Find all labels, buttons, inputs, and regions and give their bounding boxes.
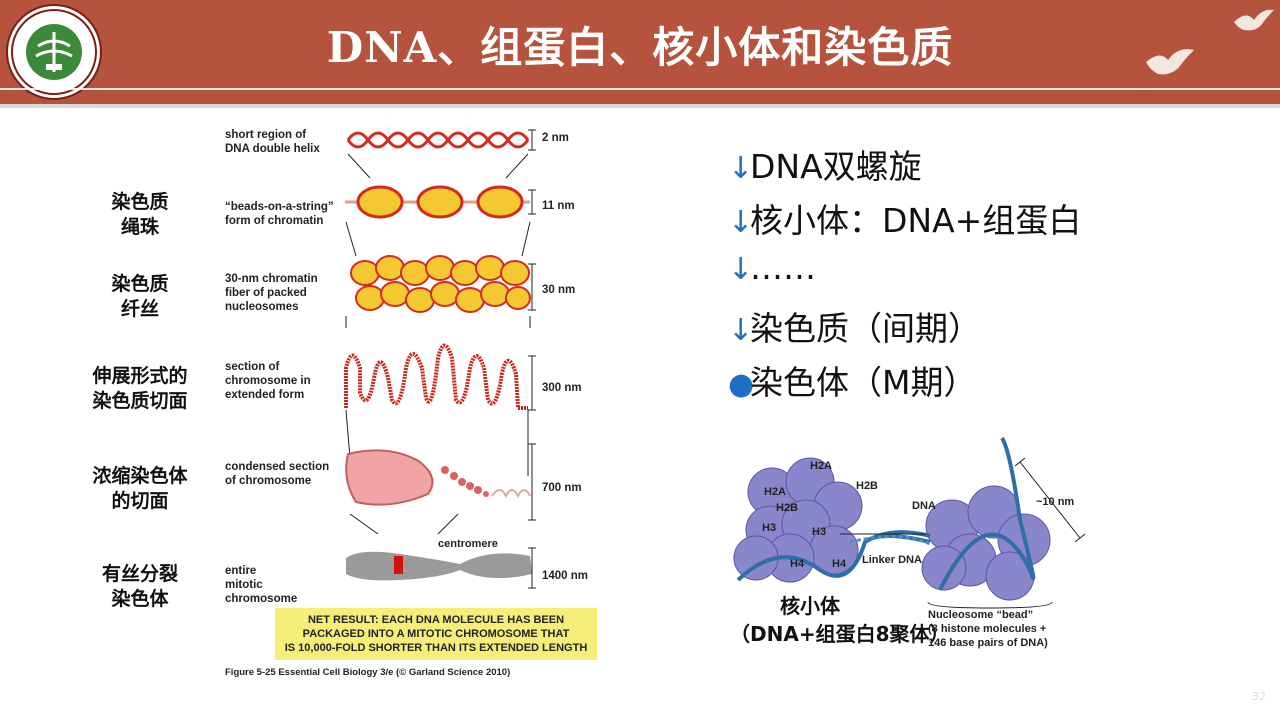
bullet-text: DNA双螺旋 (750, 147, 922, 186)
bullet-text: 染色体（M期） (750, 363, 977, 402)
slide-header: DNA、组蛋白、核小体和染色质 (0, 0, 1280, 104)
desc-beads: “beads-on-a-string” form of chromatin (225, 201, 334, 227)
bullet-item: ↓核小体：DNA+组蛋白 (728, 194, 1248, 248)
scale-700nm: 700 nm (542, 482, 582, 494)
dna-label: DNA (912, 500, 936, 512)
desc-extended: section of chromosome in extended form (225, 361, 311, 401)
bullet-item: ↓…… (728, 248, 1248, 302)
bullet-text: …… (750, 248, 816, 287)
histone-h3-label: H3 (762, 522, 777, 534)
header-divider (0, 88, 1280, 90)
down-arrow-icon: ↓ (728, 313, 754, 348)
histone-h2a-label: H2A (810, 460, 833, 472)
logo-emblem-icon (11, 9, 97, 95)
page-number: 32 (1252, 690, 1266, 703)
histone-h4-label: H4 (832, 558, 847, 570)
label-condensed-section: 浓缩染色体 的切面 (92, 465, 188, 512)
bullet-item: ↓DNA双螺旋 (728, 140, 1248, 194)
nucleosome-diagram (733, 436, 1086, 609)
bullet-item: ↓染色质（间期） (728, 302, 1248, 356)
scale-30nm: 30 nm (542, 284, 576, 296)
nucleosome-bead-label: Nucleosome “bead” (8 histone molecules +… (928, 609, 1048, 649)
centromere-label: centromere (438, 538, 498, 550)
scale-1400nm: 1400 nm (542, 570, 589, 582)
figure-caption: Figure 5-25 Essential Cell Biology 3/e (… (225, 667, 511, 678)
desc-fiber: 30-nm chromatin fiber of packed nucleoso… (225, 273, 318, 313)
down-arrow-icon: ↓ (728, 151, 754, 186)
desc-mitotic: entire mitotic chromosome (225, 565, 298, 605)
net-result-box: NET RESULT: EACH DNA MOLECULE HAS BEEN P… (275, 608, 597, 660)
down-arrow-icon: ↓ (728, 205, 754, 240)
dove-icon (1146, 49, 1194, 75)
desc-condensed: condensed section of chromosome (225, 461, 330, 487)
university-logo (6, 4, 102, 100)
histone-h2b-label: H2B (856, 480, 879, 492)
desc-helix: short region of DNA double helix (225, 129, 320, 155)
dove-icon (1234, 9, 1274, 31)
chromatin-diagram (344, 129, 536, 589)
label-mitotic-chromosome: 有丝分裂 染色体 (101, 563, 178, 610)
bullet-list: ↓DNA双螺旋 ↓核小体：DNA+组蛋白 ↓…… ↓染色质（间期） ●染色体（M… (728, 140, 1248, 410)
histone-h2a-label: H2A (764, 486, 787, 498)
histone-h2b-label: H2B (776, 502, 799, 514)
label-beads-chromatin: 染色质 绳珠 (111, 191, 169, 238)
nucleosome-main-label: 核小体 （DNA+组蛋白8聚体） (730, 594, 950, 646)
chromatin-packing-figure: 染色质 绳珠 染色质 纤丝 伸展形式的 染色质切面 浓缩染色体 的切面 有丝分裂… (60, 118, 620, 688)
scale-11nm: 11 nm (542, 200, 575, 212)
bullet-text: 核小体：DNA+组蛋白 (750, 201, 1082, 240)
scale-2nm: 2 nm (542, 132, 569, 144)
bullet-dot-icon: ● (728, 367, 755, 402)
histone-h3-label: H3 (812, 526, 827, 538)
bullet-item: ●染色体（M期） (728, 356, 1248, 410)
label-extended-section: 伸展形式的 染色质切面 (92, 365, 188, 412)
bullet-text: 染色质（间期） (750, 309, 981, 348)
nucleosome-figure: H2A H2A H2B H2B H3 H3 H4 H4 Linker DNA D… (690, 430, 1130, 666)
scale-300nm: 300 nm (542, 382, 582, 394)
histone-h4-label: H4 (790, 558, 805, 570)
slide-title: DNA、组蛋白、核小体和染色质 (326, 23, 954, 72)
label-chromatin-fiber: 染色质 纤丝 (111, 273, 169, 320)
linker-dna-label: Linker DNA (862, 554, 922, 566)
header-shadow (0, 104, 1280, 108)
size-label: ~10 nm (1036, 496, 1075, 508)
down-arrow-icon: ↓ (728, 252, 754, 287)
